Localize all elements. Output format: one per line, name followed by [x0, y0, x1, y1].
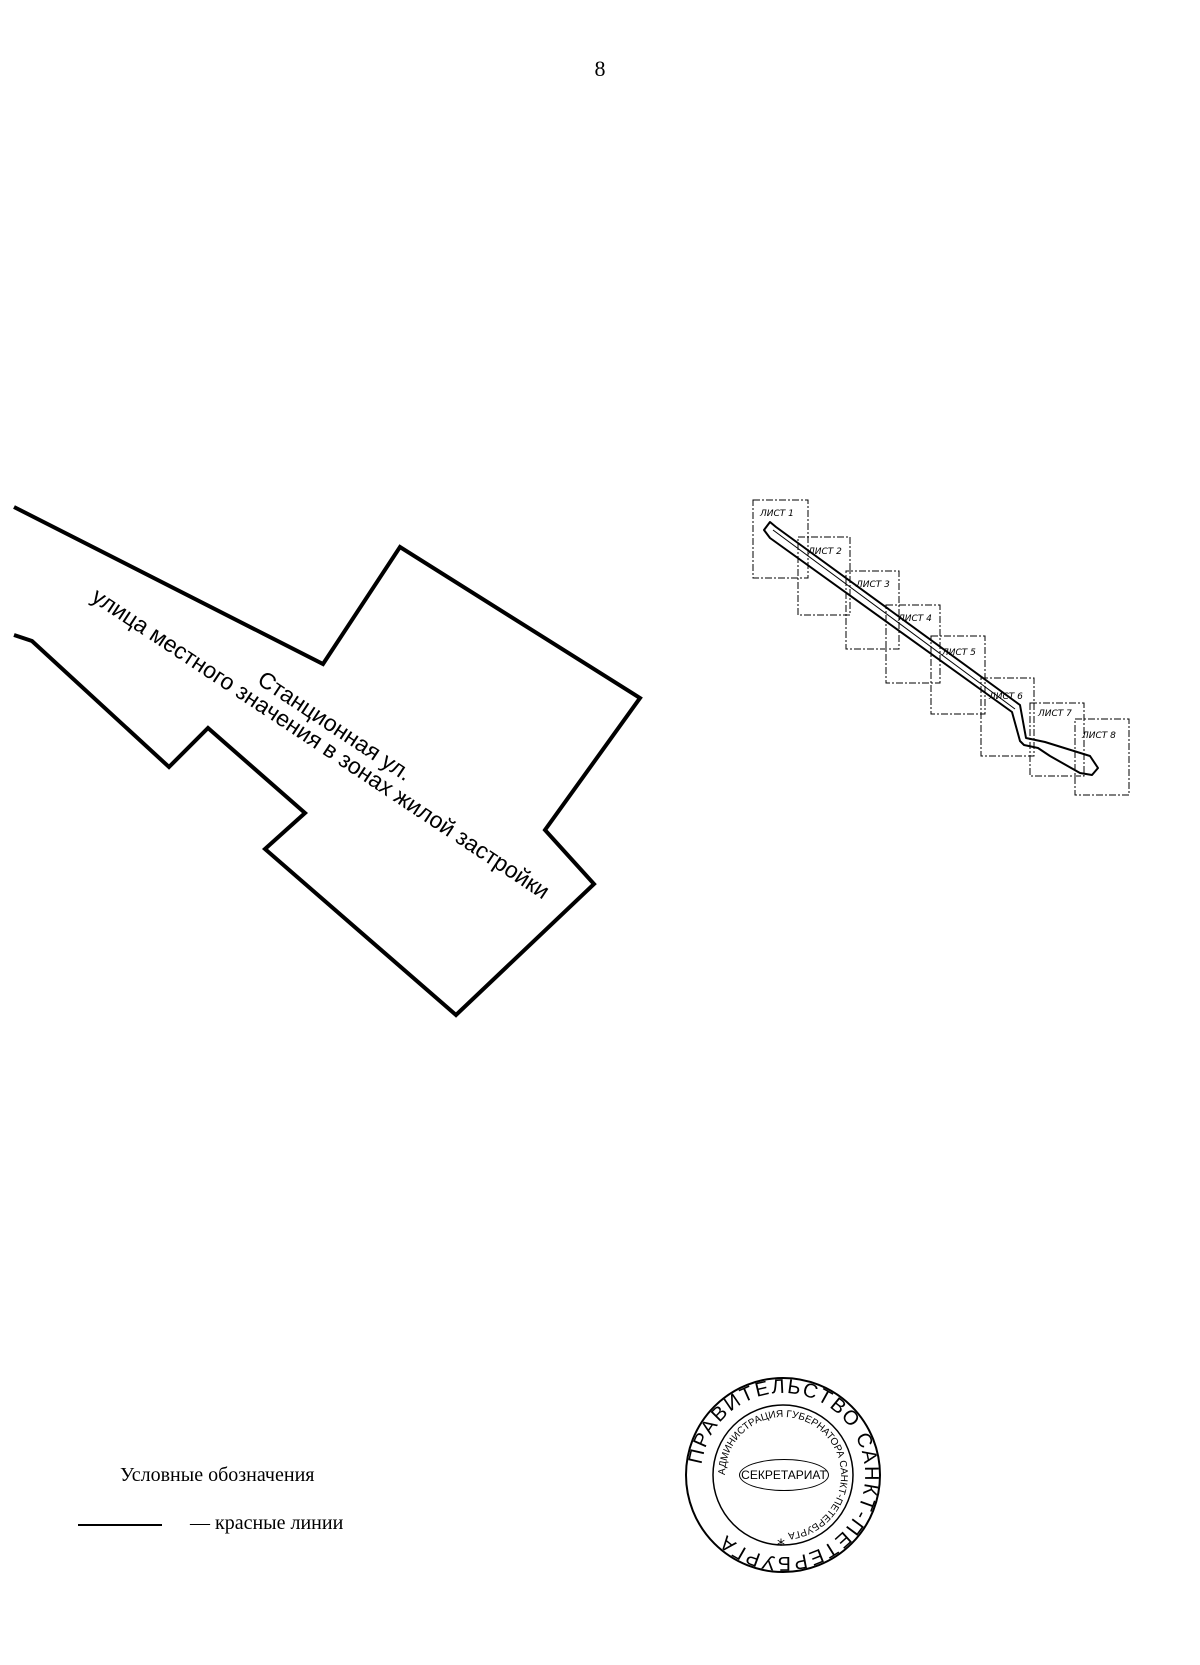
legend-red-lines: — красные линии — [78, 1512, 438, 1540]
page-number: 8 — [594, 56, 606, 81]
legend-red-lines-label: — красные линии — [190, 1512, 344, 1534]
key-map-street-centerline — [772, 529, 1016, 710]
official-stamp: ПРАВИТЕЛЬСТВО САНКТ-ПЕТЕРБУРГА АДМИНИСТР… — [683, 1375, 883, 1575]
sheet-label-5: ЛИСТ 5 — [941, 648, 976, 658]
sheet-label-8: ЛИСТ 8 — [1081, 731, 1116, 741]
key-map-street-outline — [763, 521, 1099, 776]
sheet-label-7: ЛИСТ 7 — [1037, 709, 1072, 719]
sheet-frame-5 — [930, 635, 986, 715]
sheet-label-1: ЛИСТ 1 — [759, 509, 794, 519]
red-line-north — [13, 505, 643, 1018]
sheet-frame-1 — [752, 499, 809, 579]
sheet-frame-6 — [980, 677, 1035, 757]
sheet-label-6: ЛИСТ 6 — [988, 692, 1023, 702]
key-map: ЛИСТ 1 ЛИСТ 2 ЛИСТ 3 ЛИСТ 4 ЛИСТ 5 ЛИСТ … — [752, 499, 1130, 796]
stamp-star-icon: * — [777, 1535, 785, 1554]
sheet-frame-8 — [1074, 718, 1130, 796]
sheet-frame-2 — [797, 536, 851, 616]
sheet-label-3: ЛИСТ 3 — [855, 580, 890, 590]
legend-line-swatch — [78, 1524, 162, 1526]
sheet-frame-4 — [885, 604, 941, 684]
sheet-label-4: ЛИСТ 4 — [897, 614, 932, 624]
street-type-label: улица местного значения в зонах жилой за… — [87, 582, 554, 904]
stamp-center-text: СЕКРЕТАРИАТ — [739, 1459, 829, 1491]
legend-title: Условные обозначения — [120, 1464, 315, 1486]
sheet-label-2: ЛИСТ 2 — [807, 547, 842, 557]
sheet-frame-3 — [845, 570, 900, 650]
